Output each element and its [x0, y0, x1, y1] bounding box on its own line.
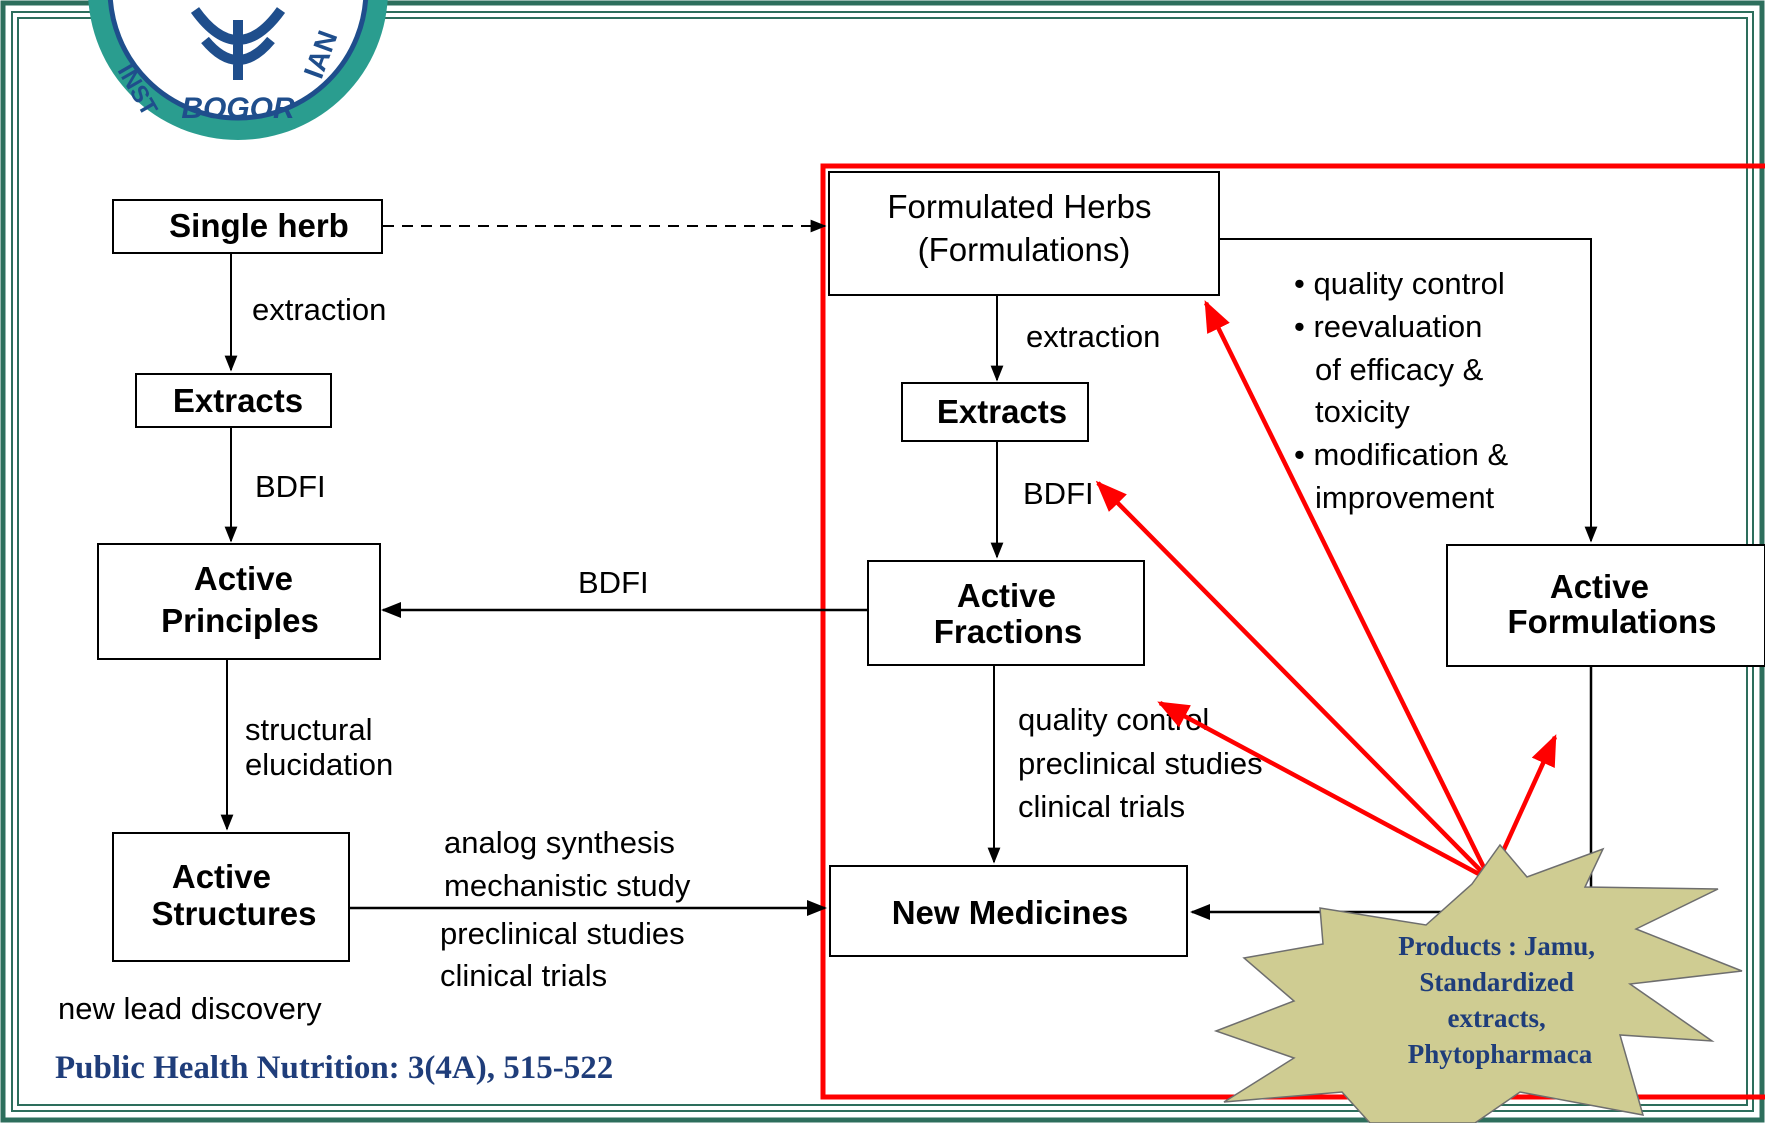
products-callout-text: Products : Jamu, Standardized extracts, … [1398, 931, 1602, 1069]
label-bdfi-middle: BDFI [578, 565, 649, 600]
node-active-formulations: Active Formulations [1507, 568, 1716, 640]
label-new-lead-discovery: new lead discovery [58, 991, 322, 1026]
logo-text-bottom: BOGOR [181, 92, 295, 125]
node-active-structures: Active Structures [151, 858, 316, 932]
products-callout [1213, 843, 1743, 1123]
node-active-fractions: Active Fractions [934, 577, 1083, 650]
label-preclinical-clinical-left: preclinical studies clinical trials [440, 916, 693, 993]
label-bdfi-right: BDFI [1023, 476, 1094, 511]
label-extraction-right: extraction [1026, 319, 1160, 354]
node-new-medicines: New Medicines [892, 894, 1129, 931]
highlight-box [820, 163, 1765, 1100]
node-formulated-herbs: Formulated Herbs (Formulations) [887, 188, 1160, 268]
node-single-herb: Single herb [169, 207, 349, 244]
leaf-emblem-icon [190, 7, 286, 80]
bullet-list: • quality control • reevaluation of effi… [1294, 266, 1517, 515]
label-analog-synthesis: analog synthesis mechanistic study [444, 825, 691, 903]
citation-text: Public Health Nutrition: 3(4A), 515-522 [55, 1050, 614, 1086]
institution-logo: IAN INST BOGOR [88, 0, 388, 140]
label-bdfi-left: BDFI [255, 469, 326, 504]
node-extracts-left: Extracts [173, 382, 303, 419]
node-extracts-right: Extracts [937, 393, 1067, 430]
label-structural-elucidation: structural elucidation [245, 712, 393, 782]
label-quality-preclinical: quality control preclinical studies clin… [1018, 702, 1271, 824]
node-active-principles: Active Principles [161, 560, 319, 639]
label-extraction-left: extraction [252, 292, 386, 327]
